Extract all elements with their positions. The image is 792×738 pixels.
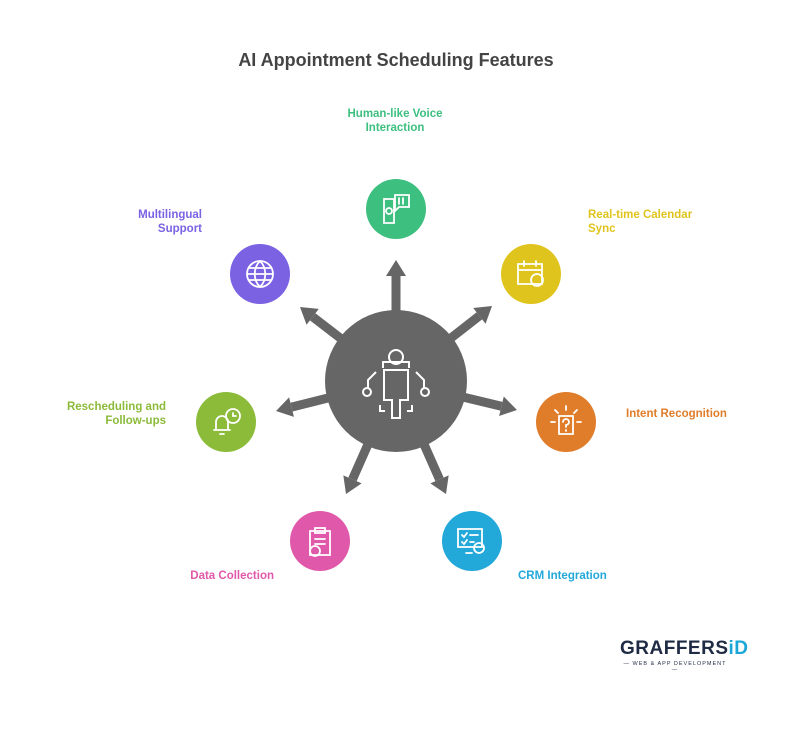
graffersid-logo: GRAFFERSiD — WEB & APP DEVELOPMENT — — [620, 638, 749, 673]
diagram-title: AI Appointment Scheduling Features — [238, 50, 554, 70]
label-rescheduling: Rescheduling and Follow-ups — [66, 401, 166, 427]
label-data: Data Collection — [190, 570, 274, 582]
feature-node-3 — [442, 511, 502, 571]
calendar-sync-icon — [517, 260, 544, 287]
center-circle — [325, 310, 467, 452]
feature-node-1 — [501, 244, 561, 304]
ai-agent-icon — [362, 349, 430, 419]
feature-node-6 — [230, 244, 290, 304]
feature-node-5 — [196, 392, 256, 452]
voice-chat-icon — [383, 194, 410, 224]
feature-node-0 — [366, 179, 426, 239]
label-voice: Human-like Voice Interaction — [347, 108, 443, 134]
globe-chat-icon — [246, 260, 274, 288]
clipboard-check-icon — [309, 527, 331, 557]
label-calendar: Real-time Calendar Sync — [588, 209, 693, 235]
bell-clock-icon — [213, 408, 241, 435]
crm-settings-icon — [457, 528, 485, 554]
label-crm: CRM Integration — [518, 570, 607, 582]
feature-node-2 — [536, 392, 596, 452]
label-intent: Intent Recognition — [626, 408, 727, 420]
question-bulb-icon — [550, 405, 582, 435]
label-multilingual: Multilingual Support — [138, 209, 202, 235]
feature-node-4 — [290, 511, 350, 571]
